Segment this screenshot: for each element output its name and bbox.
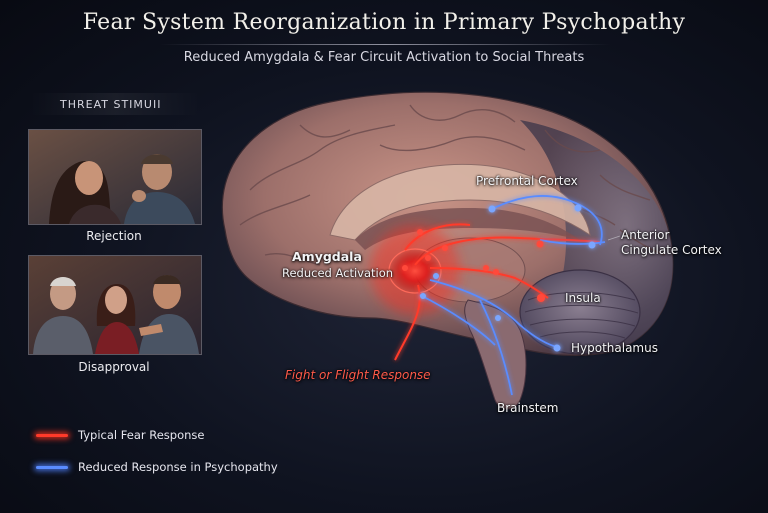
label-hypothalamus: Hypothalamus bbox=[571, 341, 658, 355]
stimuli-heading: THREAT STIMUII bbox=[60, 98, 162, 111]
caption-disapproval: Disapproval bbox=[78, 360, 150, 374]
reduced-response-pathways bbox=[419, 195, 606, 396]
disapproval-photo bbox=[28, 255, 202, 355]
legend-reduced-label: Reduced Response in Psychopathy bbox=[78, 460, 278, 474]
blue-nodes bbox=[420, 204, 596, 352]
label-prefrontal-cortex: Prefrontal Cortex bbox=[476, 174, 578, 188]
page-title: Fear System Reorganization in Primary Ps… bbox=[82, 10, 686, 35]
label-anterior-cingulate-line2: Cingulate Cortex bbox=[621, 243, 722, 257]
red-nodes bbox=[402, 229, 545, 302]
amygdala-shape bbox=[388, 248, 442, 294]
label-insula: Insula bbox=[565, 291, 601, 305]
corpus-callosum bbox=[329, 163, 591, 241]
rejection-photo bbox=[28, 129, 202, 225]
legend-typical-swatch bbox=[36, 434, 68, 437]
caption-rejection: Rejection bbox=[86, 229, 142, 243]
label-anterior-cingulate-line1: Anterior bbox=[621, 228, 670, 242]
cerebellum bbox=[519, 269, 641, 355]
stimuli-heading-bg bbox=[30, 93, 200, 115]
typical-fear-pathways bbox=[394, 223, 601, 361]
brainstem-shape bbox=[464, 299, 527, 410]
legend-typical-label: Typical Fear Response bbox=[78, 428, 205, 442]
legend-reduced-swatch bbox=[36, 466, 68, 469]
label-brainstem: Brainstem bbox=[497, 401, 559, 415]
label-amygdala-note: Reduced Activation bbox=[282, 266, 394, 280]
label-amygdala: Amygdala bbox=[292, 249, 362, 264]
gyri-lines bbox=[239, 104, 666, 266]
page-subtitle: Reduced Amygdala & Fear Circuit Activati… bbox=[183, 50, 585, 65]
label-fight-or-flight: Fight or Flight Response bbox=[285, 368, 431, 382]
title-divider bbox=[160, 44, 610, 45]
